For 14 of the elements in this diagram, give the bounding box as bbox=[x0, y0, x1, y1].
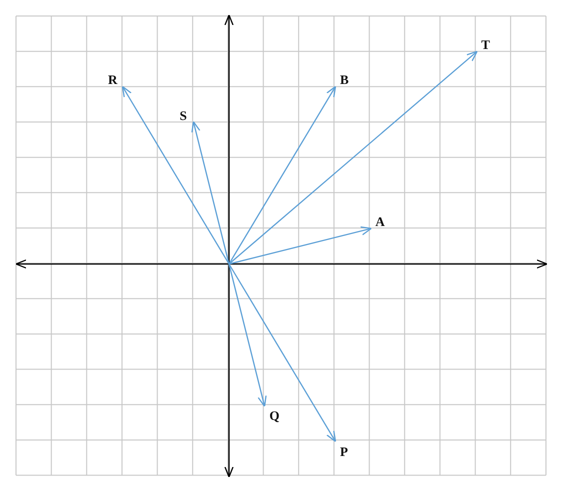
vector-label: R bbox=[108, 73, 118, 86]
vector-arrow bbox=[228, 226, 372, 265]
vector-arrow bbox=[228, 264, 267, 407]
vector-arrow bbox=[122, 86, 230, 264]
vector-arrow bbox=[191, 121, 230, 264]
vector-label: T bbox=[481, 38, 490, 52]
vector-label: B bbox=[340, 73, 349, 86]
vector-label: A bbox=[375, 214, 385, 228]
vector-label: P bbox=[340, 444, 348, 458]
vector-arrow bbox=[228, 264, 336, 442]
vector-arrow bbox=[228, 50, 478, 264]
vector-arrow bbox=[228, 86, 336, 264]
vector-label: Q bbox=[269, 409, 280, 422]
vector-label: S bbox=[180, 108, 187, 122]
